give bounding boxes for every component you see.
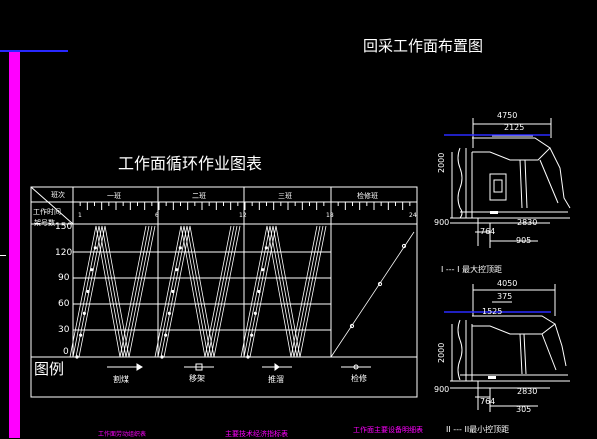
cycle-marker (178, 246, 182, 250)
hour-tick-12: 12 (239, 212, 247, 219)
section-upper-drawing (444, 118, 571, 248)
shift-1: 一班 (107, 192, 121, 200)
y-label-120: 120 (55, 248, 73, 258)
y-label-150: 150 (55, 222, 73, 232)
y-label-30: 30 (58, 325, 70, 335)
upper-dim-left: 900 (434, 218, 450, 227)
cycle-zigzag-line (78, 225, 156, 358)
y-label-60: 60 (58, 299, 70, 309)
cycle-marker (164, 333, 168, 337)
upper-dim-height: 2000 (437, 152, 446, 173)
lower-dim-height: 2000 (437, 342, 446, 363)
shift-3: 三班 (278, 192, 292, 200)
footer-labor-table: 工作面劳动组织表 (98, 431, 147, 438)
y-label-0: 0 (63, 347, 69, 357)
legend-title: 图例 (34, 360, 65, 378)
cycle-marker (246, 355, 250, 359)
legend-repair-label: 检修 (351, 374, 367, 383)
cycle-marker (79, 333, 83, 337)
lower-dim-left: 900 (434, 385, 450, 394)
footer-equipment-table: 工作面主要设备明细表 (353, 426, 423, 434)
page-title: 回采工作面布置图 (363, 37, 484, 55)
cycle-marker (82, 311, 86, 315)
cycle-zigzag-line (240, 225, 318, 358)
cycle-marker (264, 246, 268, 250)
upper-dim-bottom-small: 764 (480, 227, 496, 236)
cycle-marker (257, 289, 261, 294)
cycle-zigzag-line (154, 225, 232, 358)
chart-title: 工作面循环作业图表 (118, 154, 263, 173)
corner-shift-label: 班次 (51, 191, 65, 199)
cycle-zigzag-line (249, 225, 327, 358)
lower-dim-bottom-right: 2830 (517, 387, 538, 396)
hour-tick-6: 6 (155, 212, 159, 219)
corner-support-label: 架号数 (34, 219, 55, 227)
upper-dim-top-outer: 4750 (497, 111, 518, 120)
chart-frame (30, 186, 418, 398)
lower-dim-bottom-inner: 305 (516, 405, 532, 414)
cycle-marker (167, 311, 171, 315)
cycle-marker (175, 268, 179, 272)
cycle-zigzag-line (69, 225, 147, 358)
cycle-marker (253, 311, 257, 315)
upper-dim-bottom-right: 2830 (517, 218, 538, 227)
lower-dim-bottom-small: 764 (480, 397, 496, 406)
hour-tick-18: 18 (326, 212, 334, 219)
cycle-zigzag-line (72, 225, 150, 358)
cycle-marker (261, 268, 265, 272)
upper-dim-bottom-inner: 905 (516, 236, 532, 245)
cycle-marker (86, 289, 90, 294)
footer-indicators-table: 主要技术经济指标表 (225, 430, 288, 438)
legend-push-label: 推溜 (268, 375, 284, 384)
maintenance-line (330, 231, 415, 358)
cycle-marker (93, 246, 97, 250)
hour-tick-1: 1 (78, 212, 82, 219)
cycle-zigzag-line (163, 225, 241, 358)
legend-move-label: 移架 (189, 374, 205, 383)
side-tick (0, 255, 6, 256)
upper-dim-top-inner: 2125 (504, 123, 525, 132)
cycle-zigzag-line (157, 225, 235, 358)
legend-cut-label: 割煤 (113, 375, 129, 384)
hour-tick-24: 24 (409, 212, 417, 219)
cycle-marker (171, 289, 175, 294)
cycle-marker (75, 355, 79, 359)
blue-line (0, 50, 68, 52)
cycle-marker (250, 333, 254, 337)
shift-maintenance: 检修班 (357, 192, 378, 200)
cycle-marker (160, 355, 164, 359)
corner-time-label: 工作时间 (33, 208, 61, 216)
cycle-marker (90, 268, 94, 272)
lower-dim-top-inner: 1525 (482, 307, 503, 316)
shift-2: 二班 (192, 192, 206, 200)
magenta-bar (9, 52, 20, 438)
cycle-zigzag-line (243, 225, 321, 358)
lower-dim-top-outer: 4050 (497, 279, 518, 288)
section-lower-drawing (444, 284, 570, 412)
y-label-90: 90 (58, 273, 70, 283)
lower-caption: II --- II最小控顶距 (446, 425, 510, 434)
lower-dim-top-mid: 375 (497, 292, 513, 301)
upper-caption: I --- I 最大控顶距 (441, 265, 503, 274)
